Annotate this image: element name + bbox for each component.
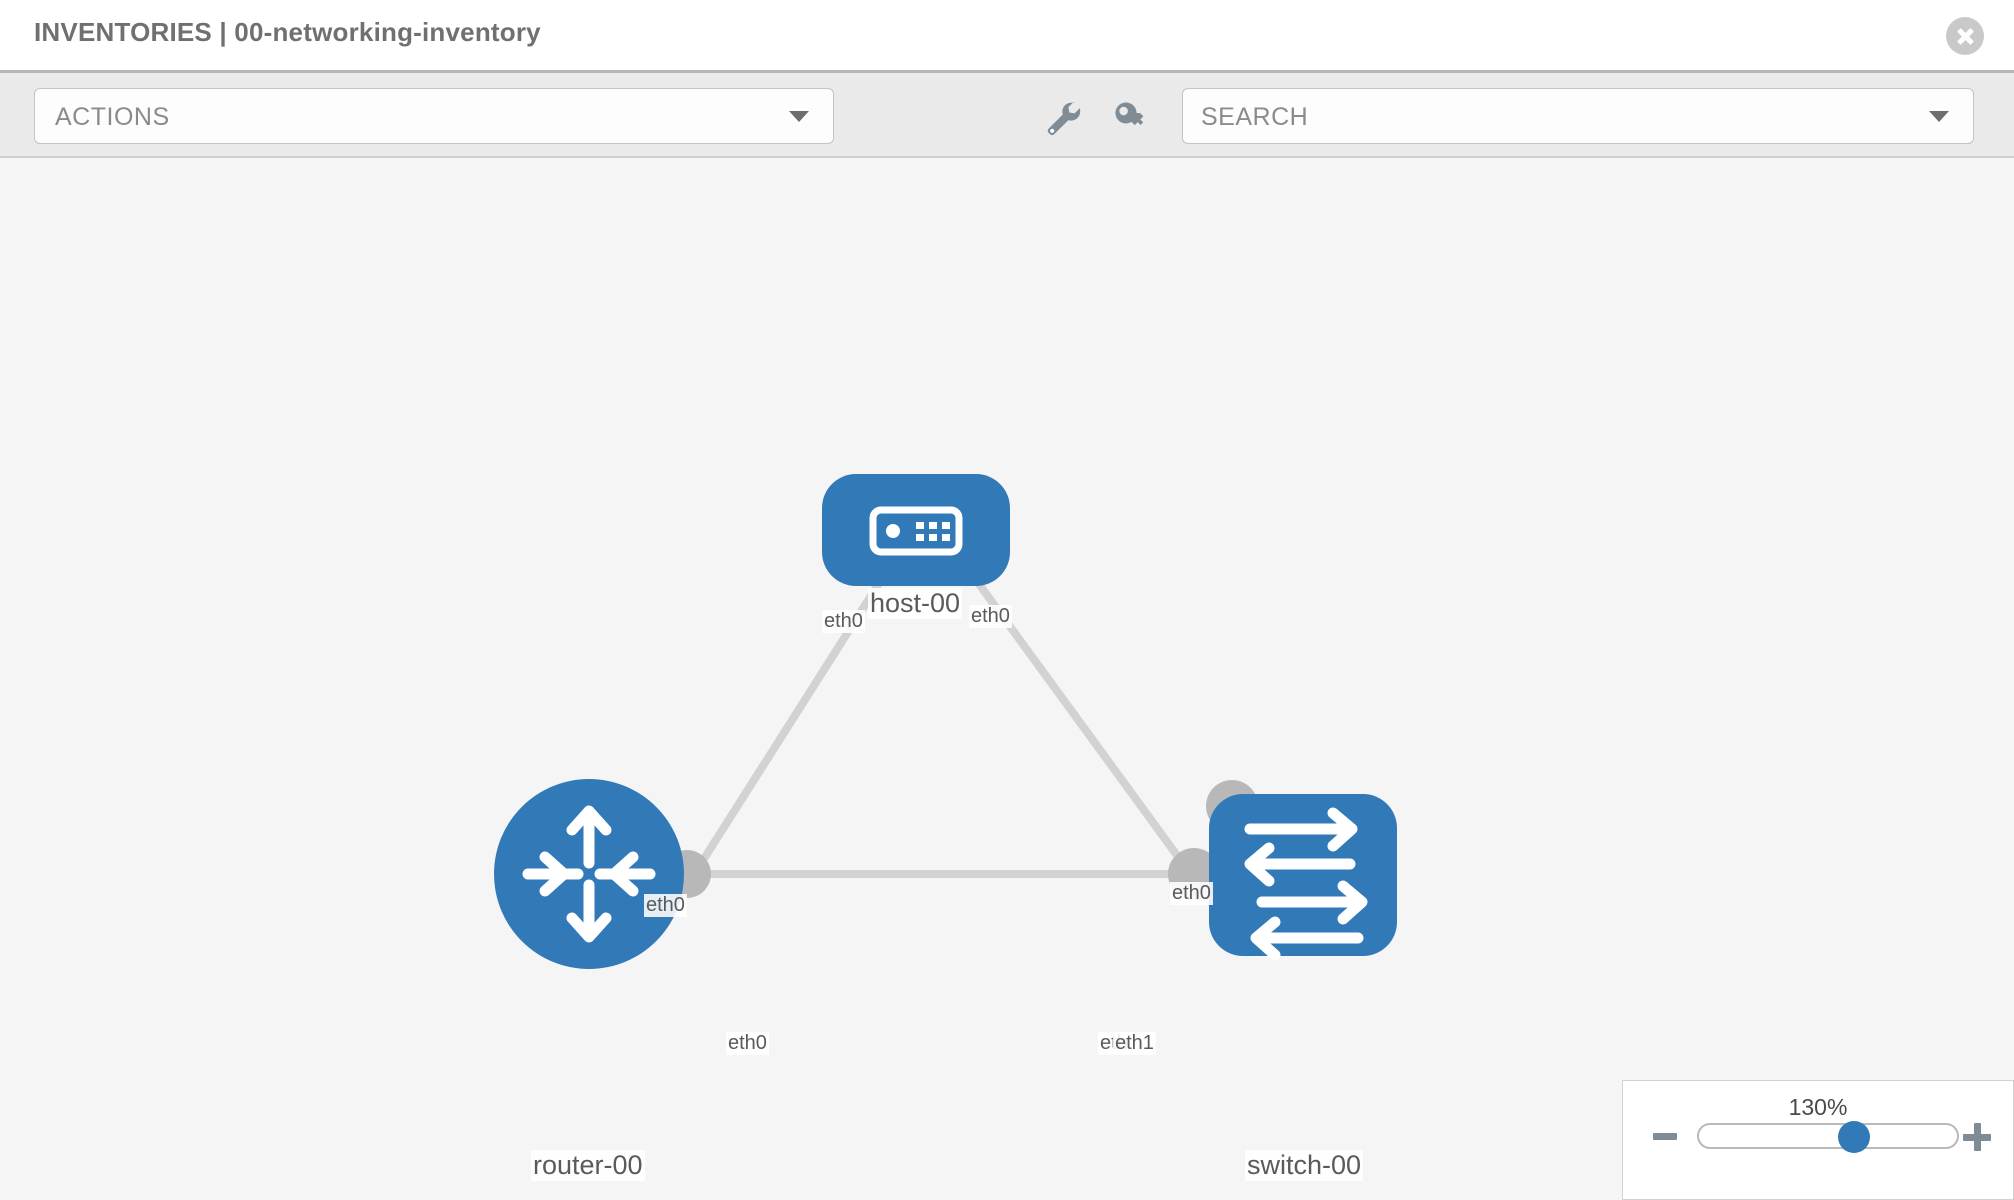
wrench-icon[interactable]: [1040, 95, 1086, 141]
actions-dropdown-label: ACTIONS: [55, 103, 170, 131]
page-header: INVENTORIES | 00-networking-inventory: [0, 0, 2014, 70]
zoom-control: 130%: [1622, 1080, 2014, 1200]
iface-label-host-eth0-right[interactable]: eth0: [969, 605, 1012, 628]
minus-icon[interactable]: [1653, 1133, 1677, 1140]
plus-icon[interactable]: [1963, 1123, 1991, 1151]
router-arrows-icon: [522, 805, 656, 943]
close-icon[interactable]: [1946, 17, 1984, 55]
node-router-00: [494, 779, 684, 969]
chevron-down-icon: [789, 111, 809, 122]
topology-graph: [494, 474, 1397, 969]
node-host-00: [822, 474, 1010, 586]
server-icon: [869, 506, 963, 556]
actions-dropdown[interactable]: ACTIONS: [34, 88, 834, 144]
iface-label-switch-eth1-west[interactable]: eth1: [1113, 1032, 1156, 1055]
key-icon[interactable]: [1108, 95, 1154, 141]
iface-label-router-eth0-north[interactable]: eth0: [644, 894, 687, 917]
page-title: INVENTORIES | 00-networking-inventory: [34, 17, 541, 47]
search-input[interactable]: SEARCH: [1182, 88, 1974, 144]
iface-label-switch-eth0-north[interactable]: eth0: [1170, 882, 1213, 905]
zoom-slider-handle[interactable]: [1837, 1121, 1870, 1153]
zoom-level-label: 130%: [1788, 1094, 1848, 1120]
iface-label-host-eth0-left[interactable]: eth0: [822, 610, 865, 633]
node-label-host-00[interactable]: host-00: [868, 588, 963, 619]
switch-arrows-icon: [1244, 807, 1368, 961]
topology-canvas[interactable]: host-00 router-00 switch-00 eth0 eth0 et…: [0, 158, 2014, 1200]
search-placeholder: SEARCH: [1201, 103, 1309, 131]
node-label-switch-00[interactable]: switch-00: [1245, 1150, 1364, 1181]
node-label-router-00[interactable]: router-00: [531, 1150, 645, 1181]
toolbar: ACTIONS SEARCH: [0, 70, 2014, 158]
iface-label-router-eth0-east[interactable]: eth0: [726, 1032, 769, 1055]
node-switch-00: [1209, 794, 1397, 961]
chevron-down-icon: [1929, 111, 1949, 122]
zoom-slider-track[interactable]: [1697, 1121, 1959, 1153]
